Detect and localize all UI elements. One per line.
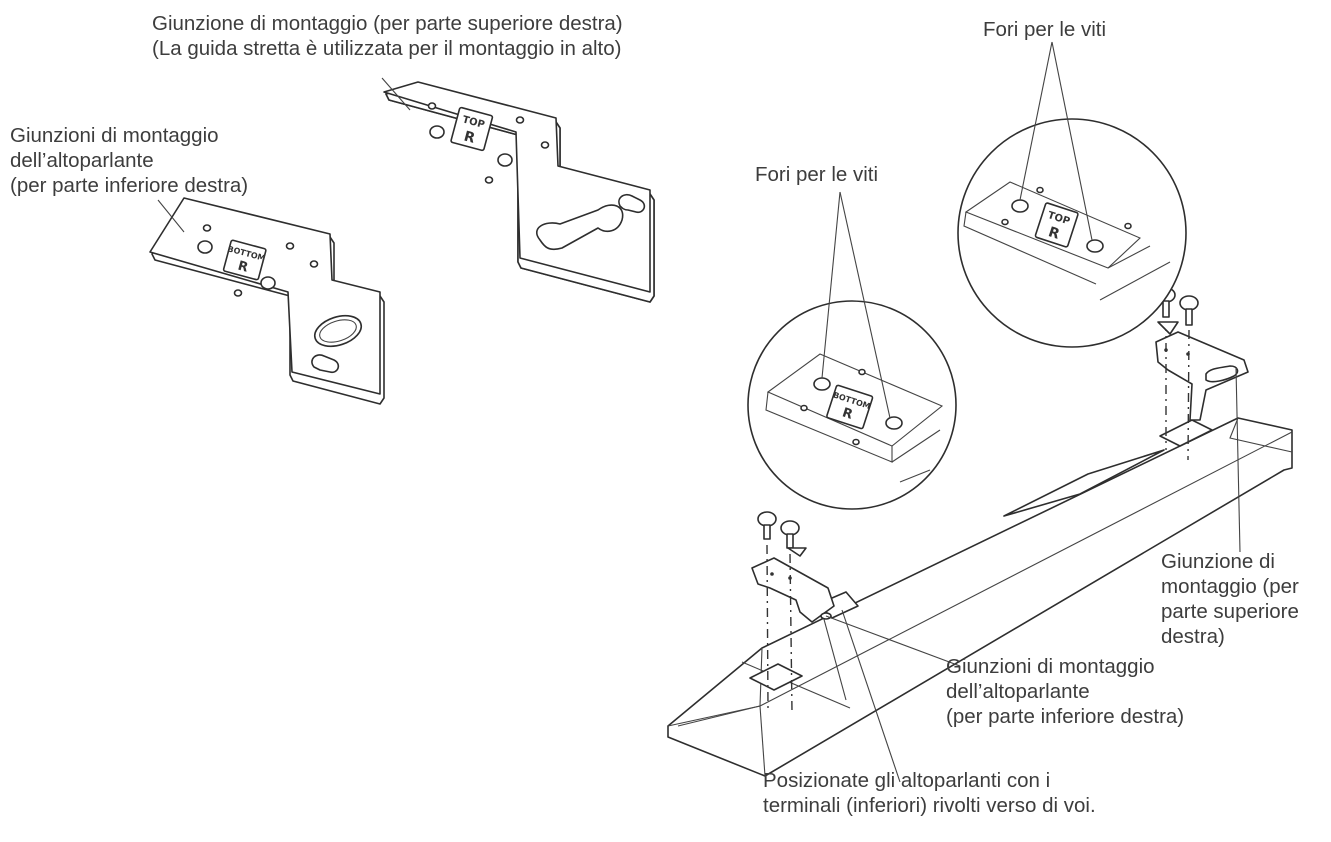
screw-icon xyxy=(780,520,800,549)
leader-line xyxy=(825,615,961,667)
screw-icon xyxy=(1179,295,1199,326)
leader-line xyxy=(157,199,185,233)
label-screw-holes-mid: Fori per le viti xyxy=(755,163,879,186)
label-speaker-orientation: Posizionate gli altoparlanti con i termi… xyxy=(763,769,1096,817)
leader-line xyxy=(841,609,901,783)
plate-mark-r: R xyxy=(462,129,477,147)
plate-mark-r: R xyxy=(840,405,854,422)
plate-mark-r: R xyxy=(1046,224,1061,243)
label-right-top-bracket: Giunzione di montaggio (per parte superi… xyxy=(1161,550,1299,648)
bottom-bracket-installed xyxy=(751,511,835,713)
top-mounting-bracket: TOP R xyxy=(383,81,655,303)
bottom-mounting-bracket: BOTTOM R xyxy=(149,197,385,405)
speaker-unit xyxy=(667,417,1293,777)
screw-icon xyxy=(757,511,777,540)
leader-line xyxy=(1235,367,1241,553)
zoom-circle-bottom: BOTTOM R xyxy=(747,191,957,557)
plate-mark-r: R xyxy=(236,259,250,276)
label-screw-holes-top: Fori per le viti xyxy=(983,18,1107,41)
label-top-mounting-bracket: Giunzione di montaggio (per parte superi… xyxy=(152,12,623,60)
zoom-circle-top: TOP R xyxy=(957,41,1187,348)
top-bracket-installed xyxy=(1155,287,1249,461)
label-left-bottom-bracket: Giunzioni di montaggio dell’altoparlante… xyxy=(10,124,249,197)
leader-line xyxy=(381,77,411,111)
label-bottom-bracket-installed: Giunzioni di montaggio dell’altoparlante… xyxy=(946,655,1185,728)
